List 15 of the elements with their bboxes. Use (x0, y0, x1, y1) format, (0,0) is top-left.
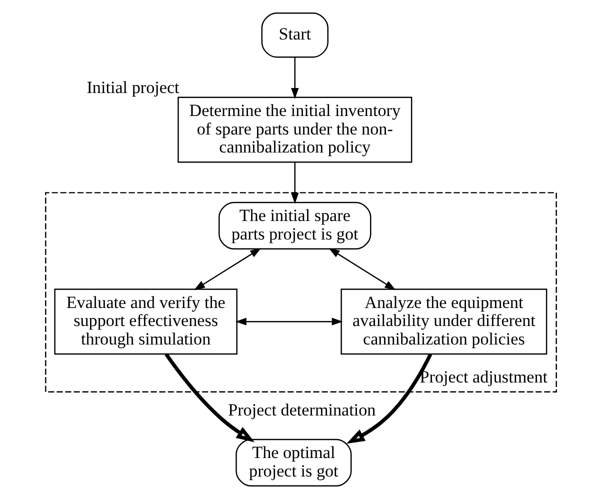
arrow (290, 57, 298, 100)
arrow (234, 318, 342, 326)
arrow (328, 248, 396, 290)
arrow (194, 248, 261, 290)
arrow (346, 353, 432, 444)
arrow (164, 353, 254, 442)
node-label: Initial project (86, 78, 179, 97)
node-box: The initial spare parts project is got (218, 202, 371, 250)
arrow (290, 162, 298, 204)
node-box: Start (260, 12, 328, 58)
node-box: Evaluate and verify the support effectiveness through simulation (54, 288, 237, 355)
edge-label: Project determination (228, 400, 376, 420)
node-box: Analyze the equipment availability under different cannibalization policies (340, 288, 547, 355)
node-box: The optimal project is got (235, 438, 352, 487)
node-box: Determine the initial inventory of spare parts under the non-cannibalization policy (177, 96, 412, 163)
